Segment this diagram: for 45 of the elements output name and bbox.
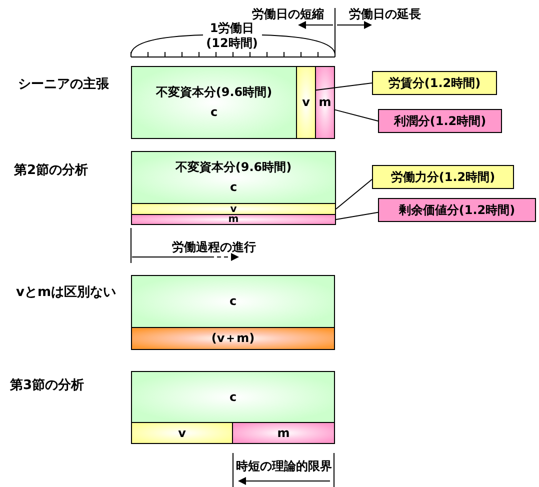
segment-label: 不変資本分(9.6時間) — [156, 86, 272, 99]
segment-label: v — [302, 96, 310, 109]
bar-segment — [296, 66, 316, 139]
callout-label: 労賃分(1.2時間) — [388, 76, 481, 90]
bar-segment — [131, 422, 233, 444]
bar-segment — [131, 214, 336, 225]
row-heading: vとmは区別ない — [16, 285, 116, 300]
callout-label: 剰余価値分(1.2時間) — [398, 204, 516, 216]
segment-label: c — [230, 181, 238, 194]
row-heading: 第2節の分析 — [14, 163, 88, 178]
callout-box — [372, 71, 497, 95]
callout-box — [378, 198, 536, 222]
bar-segment — [131, 151, 336, 204]
bar-segment — [131, 203, 336, 215]
leader-line — [336, 212, 378, 220]
bar-segment — [232, 422, 335, 444]
row-heading: 第3節の分析 — [10, 378, 84, 393]
arrow-label: 時短の理論的限界 — [236, 459, 332, 473]
segment-label: m — [318, 96, 332, 109]
bar-segment — [131, 371, 335, 423]
leader-line — [334, 109, 378, 122]
leader-line — [316, 82, 372, 91]
callout-label: 利潤分(1.2時間) — [394, 114, 486, 128]
bar-segment — [131, 66, 297, 139]
callout-box — [372, 165, 514, 189]
arrow-label: 労働日の延長 — [349, 7, 421, 21]
bar-segment — [315, 66, 335, 139]
segment-label: 不変資本分(9.6時間) — [175, 161, 292, 174]
callout-box — [378, 109, 502, 133]
segment-label: v — [230, 204, 237, 214]
arrow-label: 労働日の短縮 — [252, 7, 324, 21]
segment-label: m — [277, 426, 290, 440]
segment-label: c — [229, 390, 237, 404]
segment-label: m — [228, 215, 239, 224]
segment-label: c — [210, 106, 218, 119]
callout-label: 労働力分(1.2時間) — [390, 170, 496, 184]
leader-line — [336, 178, 372, 210]
segment-label: (v＋m) — [211, 332, 255, 345]
segment-label: c — [229, 295, 237, 308]
segment-label: v — [178, 426, 186, 440]
bar-segment — [131, 275, 335, 328]
bracket-label: 1労働日(12時間) — [205, 21, 259, 51]
bar-segment — [131, 327, 335, 350]
arrow-label: 労働過程の進行 — [172, 240, 256, 254]
row-heading: シーニアの主張 — [18, 77, 109, 92]
